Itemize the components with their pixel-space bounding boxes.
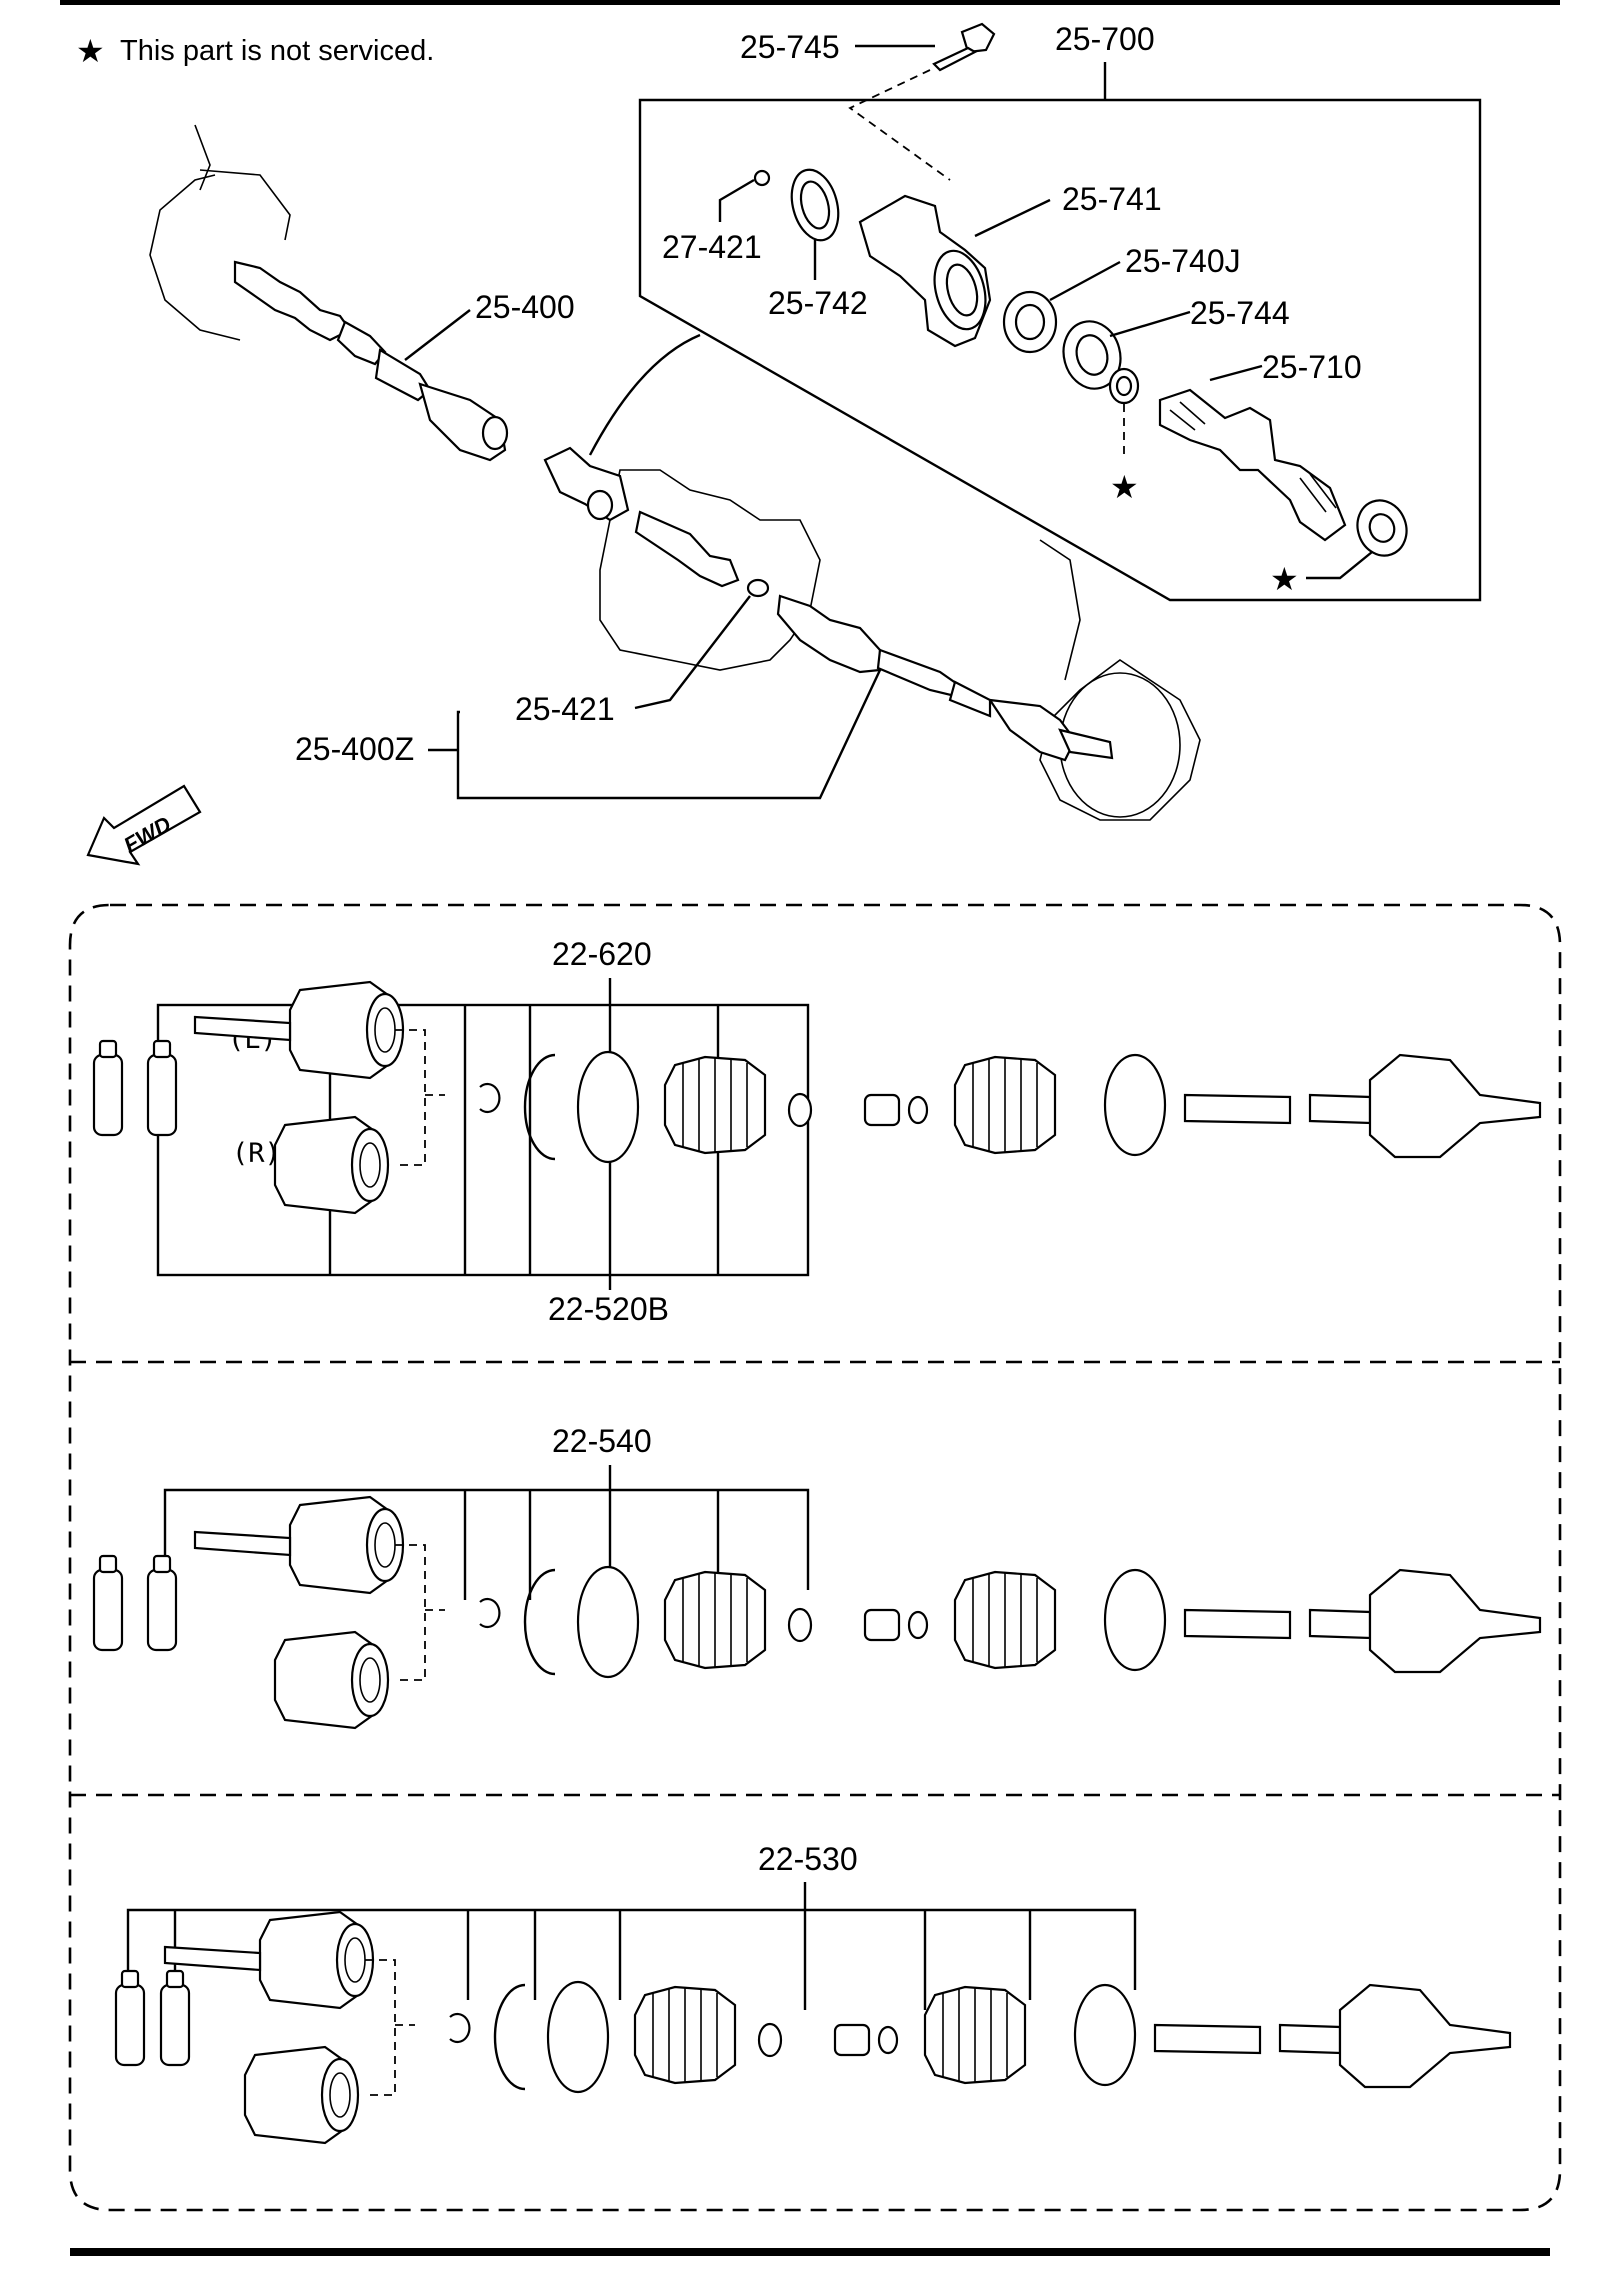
spline-stub-icon: [193, 1530, 292, 1557]
inner-joint-icon: [273, 1630, 390, 1730]
outer-joint-icon: [288, 1495, 405, 1595]
bearing-icon: [1002, 290, 1058, 354]
outer-cone-icon: [1368, 1053, 1542, 1159]
snap-ring-icon: [523, 1053, 556, 1161]
grease-bottle-icon: [92, 1554, 124, 1652]
snap-ring-icon: [493, 1983, 526, 2091]
spacer-icon: [833, 2023, 871, 2057]
small-clamp-icon: [907, 1610, 929, 1640]
small-clamp-icon: [757, 2022, 783, 2058]
grease-bottle-icon: [114, 1969, 146, 2067]
callout-25-741: 25-741: [1062, 181, 1162, 217]
spacer-icon: [863, 1093, 901, 1127]
snap-ring-icon: [753, 169, 771, 187]
kit-panel-1: 22-620 22-520B (L) (R): [156, 936, 810, 1327]
left-driveshaft-icon: [233, 260, 509, 462]
right-driveshaft-icon: [776, 594, 1114, 762]
boot-icon: [663, 1570, 767, 1670]
panel-1-top-label: 22-620: [552, 936, 652, 972]
grease-bottle-icon: [159, 1969, 191, 2067]
joint-shaft-icon: [1158, 388, 1347, 542]
right-side-tag: (R): [232, 1138, 281, 1169]
driveshaft-bar-icon: [1183, 1608, 1372, 1640]
band-clamp-icon: [546, 1980, 610, 2094]
panel-3-top-label: 22-530: [758, 1841, 858, 1877]
seal-icon: [790, 168, 840, 242]
star-mark-seal: ★: [1270, 561, 1299, 597]
grease-bottle-icon: [92, 1039, 124, 1137]
large-clamp-icon: [1103, 1053, 1167, 1157]
parts-row-1: [92, 980, 1542, 1215]
outer-joint-icon: [288, 980, 405, 1080]
star-mark-washer: ★: [1110, 469, 1139, 505]
c-clip-icon: [479, 1082, 501, 1114]
kit-panels-border: [68, 903, 1562, 2212]
driveshaft-bar-icon: [1183, 1093, 1372, 1125]
panel-2-top-label: 22-540: [552, 1423, 652, 1459]
washer-icon: [1062, 320, 1140, 405]
inner-joint-icon: [243, 2045, 360, 2145]
callout-25-740J: 25-740J: [1125, 243, 1241, 279]
band-clamp-icon: [576, 1050, 640, 1164]
outer-cone-icon: [1368, 1568, 1542, 1674]
small-clamp-icon: [877, 2025, 899, 2055]
notice-text: This part is not serviced.: [120, 35, 434, 67]
outer-joint-icon: [258, 1910, 375, 2010]
callout-25-400Z: 25-400Z: [295, 731, 414, 767]
inner-boot-icon: [953, 1570, 1057, 1670]
intermediate-shaft-icon: [634, 510, 740, 588]
boot-icon: [633, 1985, 737, 2085]
callout-25-710: 25-710: [1262, 349, 1362, 385]
installed-support-icon: [543, 446, 630, 522]
inner-joint-icon: [273, 1115, 390, 1215]
panel-1-bottom-label: 22-520B: [548, 1291, 669, 1327]
grease-bottle-icon: [146, 1554, 178, 1652]
callout-25-744: 25-744: [1190, 295, 1290, 331]
bolt-icon: [932, 22, 996, 72]
inner-boot-icon: [923, 1985, 1027, 2085]
upper-exploded-view: 25-745 25-700 27-421 25-742 25-741: [86, 21, 1482, 866]
driveshaft-bar-icon: [1153, 2023, 1342, 2055]
c-clip-icon: [479, 1597, 501, 1629]
spline-stub-icon: [163, 1945, 262, 1972]
large-clamp-icon: [1073, 1983, 1137, 2087]
band-clamp-icon: [576, 1565, 640, 1679]
kit-panel-2: 22-540: [163, 1423, 810, 1600]
star-symbol: ★: [76, 33, 105, 69]
inner-boot-icon: [953, 1055, 1057, 1155]
callout-25-742: 25-742: [768, 285, 868, 321]
bottom-rule: [70, 2248, 1550, 2256]
callout-25-400: 25-400: [475, 289, 575, 325]
callout-25-700: 25-700: [1055, 21, 1155, 57]
callout-27-421: 27-421: [662, 229, 762, 265]
outer-cone-icon: [1338, 1983, 1512, 2089]
spacer-icon: [863, 1608, 901, 1642]
bearing-support-icon: [858, 194, 992, 348]
boot-icon: [663, 1055, 767, 1155]
parts-rows: [92, 980, 1542, 2145]
c-clip-icon: [449, 2012, 471, 2044]
assembly-frame: [638, 98, 1482, 602]
clip-icon: [746, 578, 770, 598]
grease-bottle-icon: [146, 1039, 178, 1137]
parts-row-2: [92, 1495, 1542, 1730]
snap-ring-icon: [523, 1568, 556, 1676]
callout-25-421: 25-421: [515, 691, 615, 727]
spline-stub-icon: [193, 1015, 292, 1042]
small-clamp-icon: [907, 1095, 929, 1125]
top-rule: [60, 0, 1560, 5]
small-clamp-icon: [787, 1607, 813, 1643]
callout-25-745: 25-745: [740, 29, 840, 65]
parts-row-3: [114, 1910, 1512, 2145]
large-clamp-icon: [1103, 1568, 1167, 1672]
end-seal-icon: [1356, 499, 1408, 557]
small-clamp-icon: [787, 1092, 813, 1128]
forward-arrow-icon: FWD: [86, 784, 202, 866]
